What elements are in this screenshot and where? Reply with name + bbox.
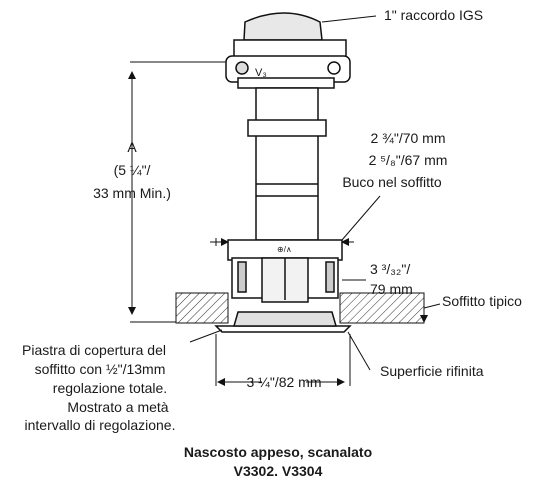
finished-surface-label: Superficie rifinita xyxy=(380,363,484,379)
dimension-a-value: (5 ¼"/ xyxy=(114,162,151,178)
dimension-a-label: A xyxy=(127,139,137,155)
coupling-label: 1" raccordo IGS xyxy=(384,7,483,23)
dimension-a-min: 33 mm Min.) xyxy=(93,185,171,201)
center-mark: ⊕/∧ xyxy=(277,245,292,254)
caption-line-1: Nascosto appeso, scanalato xyxy=(184,444,372,460)
ceiling-label: Soffitto tipico xyxy=(442,293,522,309)
cover-plate-line: Mostrato a metà xyxy=(67,399,168,415)
coupling-leader xyxy=(321,15,377,23)
cover-plate-line: regolazione totale. xyxy=(53,380,167,396)
cover-plate-line: soffitto con ½"/13mm xyxy=(35,361,166,377)
surface-leader xyxy=(347,331,371,371)
cover-plate-line: intervallo di regolazione. xyxy=(25,417,176,433)
dimension-a-line xyxy=(128,61,226,323)
hole-size-1: 2 ¾"/70 mm xyxy=(371,130,446,146)
offset-label-2: 79 mm xyxy=(370,281,413,297)
ceiling-section xyxy=(175,292,425,324)
head-code-mark: V₃ xyxy=(255,67,267,79)
ceiling-leader xyxy=(423,303,441,309)
cover-plate-line: Piastra di copertura del xyxy=(22,342,166,358)
hole-leader xyxy=(341,195,381,241)
sprinkler-body xyxy=(214,12,352,333)
leader-lines xyxy=(189,15,441,386)
offset-label-1: 3 ³/₃₂"/ xyxy=(370,261,410,277)
cover-plate-note: Piastra di copertura del soffitto con ½"… xyxy=(22,342,175,433)
ceiling-hole-label: Buco nel soffitto xyxy=(342,174,442,190)
hole-size-2: 2 ⁵/₈"/67 mm xyxy=(369,152,448,168)
caption-line-2: V3302. V3304 xyxy=(234,463,323,479)
width-label: 3 ¼"/82 mm xyxy=(247,374,322,390)
cover-plate-leader xyxy=(189,329,223,343)
